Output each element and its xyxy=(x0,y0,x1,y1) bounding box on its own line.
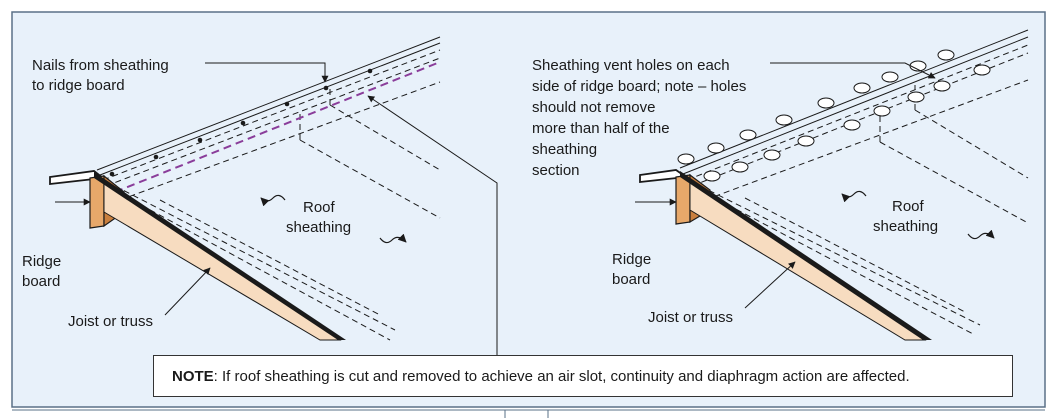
left-airflow-arrows xyxy=(260,194,407,244)
note-body: : If roof sheathing is cut and removed t… xyxy=(213,367,910,385)
right-callout-leaders xyxy=(635,62,936,309)
left-sheathing-lines xyxy=(96,36,441,341)
panel-background xyxy=(11,11,1046,408)
right-airflow-arrows xyxy=(841,190,995,240)
left-nails xyxy=(109,68,373,177)
note-prefix: NOTE xyxy=(172,367,214,385)
callout-vent-holes-label: Sheathing vent holes on each side of rid… xyxy=(532,57,751,179)
vent-holes-lower xyxy=(703,64,991,182)
callout-nails-label: Nails from sheathing to ridge board xyxy=(32,57,173,94)
right-joist-label: Joist or truss xyxy=(648,309,733,326)
left-detail: Nails from sheathing to ridge board Ridg… xyxy=(22,36,498,355)
left-nail-line xyxy=(114,61,441,193)
left-ridge-board-label: Ridge board xyxy=(22,253,65,290)
right-sheathing-lines xyxy=(679,29,1029,336)
note-box: NOTE: If roof sheathing is cut and remov… xyxy=(153,355,1013,397)
left-ridge-board xyxy=(89,175,105,229)
left-callout-leaders xyxy=(55,62,498,355)
right-ridge-board xyxy=(675,174,691,225)
left-roof-sheathing-label: Roof sheathing xyxy=(286,199,351,236)
note-text: NOTE: If roof sheathing is cut and remov… xyxy=(172,368,910,385)
right-detail: Sheathing vent holes on each side of rid… xyxy=(532,29,1029,341)
right-roof-sheathing-label: Roof sheathing xyxy=(873,198,938,235)
right-ridge-board-label: Ridge board xyxy=(612,251,655,288)
left-joist-label: Joist or truss xyxy=(68,313,153,330)
vent-holes-upper xyxy=(677,49,955,165)
